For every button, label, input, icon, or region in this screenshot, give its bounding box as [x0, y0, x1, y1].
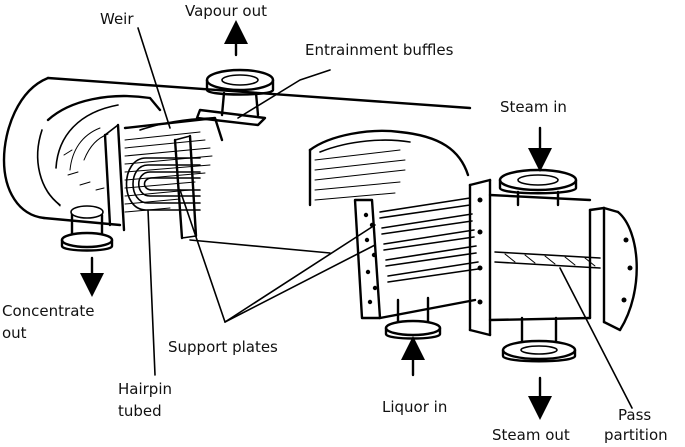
concentrate-out-label-line2: out: [2, 324, 27, 342]
flow-arrows: [80, 20, 552, 420]
labels: Weir Vapour out Entrainment buffles Stea…: [2, 2, 668, 444]
pass-partition-leader: [559, 267, 633, 409]
steam-in-label: Steam in: [500, 98, 567, 116]
weir-leader: [137, 27, 171, 129]
hairpin-tubed-label-line1: Hairpin: [118, 380, 172, 398]
pass-partition-label-line1: Pass: [618, 406, 651, 424]
leader-lines: [137, 27, 633, 409]
hairpin-leader: [147, 209, 156, 376]
entrainment-buffles-leader: [237, 69, 331, 119]
vapour-out-label: Vapour out: [185, 2, 267, 20]
concentrate-out-label-line1: Concentrate: [2, 302, 95, 320]
pass-partition-label-line2: partition: [604, 426, 668, 444]
liquor-in-nozzle: [384, 296, 442, 340]
vapour-out-nozzle: [195, 68, 275, 127]
support-plates-leader-1: [179, 189, 226, 323]
support-plates-leader-3: [224, 224, 376, 323]
concentrate-out-nozzle: [60, 205, 114, 252]
weir-label: Weir: [100, 10, 134, 28]
liquor-in-label: Liquor in: [382, 398, 447, 416]
support-plates-label: Support plates: [168, 338, 278, 356]
entrainment-buffles-label: Entrainment buffles: [305, 41, 454, 59]
steam-out-nozzle: [501, 316, 577, 363]
support-plates-leader-2: [224, 244, 376, 323]
steam-out-label: Steam out: [492, 426, 570, 444]
middle-cutaway: [308, 129, 479, 320]
left-cutaway: [46, 94, 224, 232]
channel-head: [468, 178, 638, 337]
steam-in-nozzle: [498, 168, 578, 207]
hairpin-tubes: [125, 134, 201, 240]
hairpin-tubed-label-line2: tubed: [118, 402, 162, 420]
